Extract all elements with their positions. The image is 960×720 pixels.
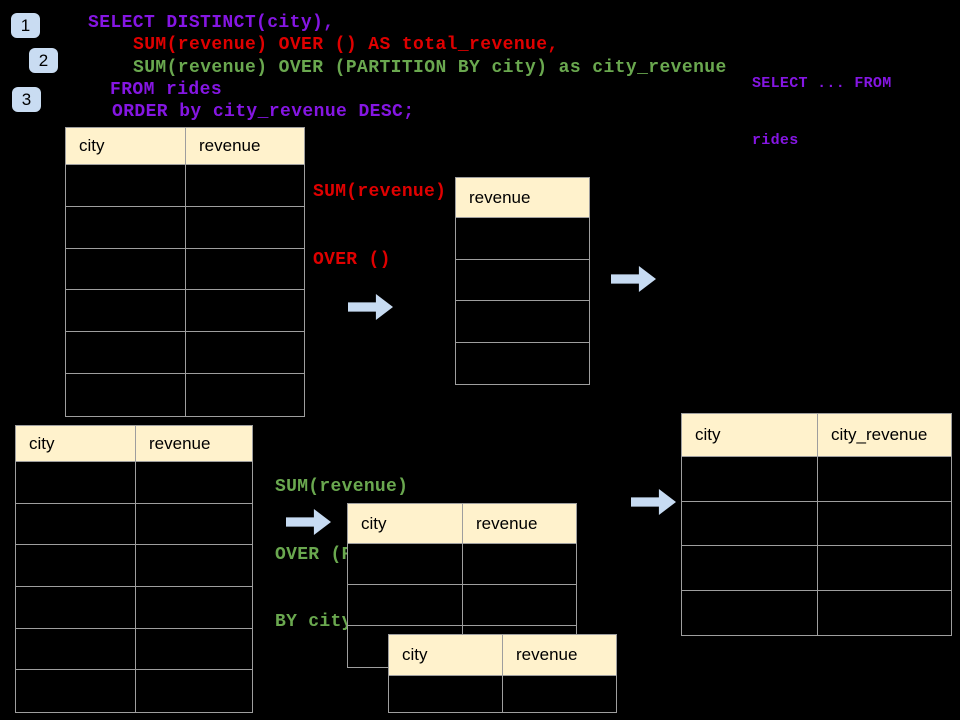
table-cell xyxy=(456,218,589,260)
table-cell xyxy=(16,462,136,504)
column-header: city xyxy=(16,426,136,462)
annotation-line: SUM(revenue) xyxy=(313,182,447,202)
table-cell xyxy=(818,457,951,502)
table-cell xyxy=(16,628,136,671)
annotation-line: SUM(revenue) xyxy=(275,477,409,497)
table-cell xyxy=(16,670,136,712)
table-cell xyxy=(136,504,252,546)
code-line-sum-partition: SUM(revenue) OVER (PARTITION BY city) as… xyxy=(133,58,727,78)
column-header: city xyxy=(389,635,503,676)
table-cell xyxy=(66,332,186,375)
table-cell xyxy=(186,165,304,207)
annotation-line: OVER () xyxy=(313,249,391,270)
column-header: city xyxy=(348,504,463,544)
table-cell xyxy=(456,260,589,301)
annotation-sum-over-total: SUM(revenue) OVER () xyxy=(313,136,446,316)
code-line-order-by: ORDER by city_revenue DESC; xyxy=(112,102,415,122)
table-cell xyxy=(348,544,463,585)
column-header: revenue xyxy=(186,128,304,165)
column-header: revenue xyxy=(456,178,589,218)
table-cell xyxy=(348,585,463,626)
table-cell xyxy=(818,546,951,591)
table-cell xyxy=(818,502,951,546)
table-cell xyxy=(66,290,186,333)
code-line-select: SELECT DISTINCT(city), xyxy=(88,13,335,33)
table-cell xyxy=(136,462,252,504)
step-badge-1: 1 xyxy=(11,13,40,38)
note-select-from-rides: SELECT ... FROM rides xyxy=(752,36,892,188)
step-badge-2: 2 xyxy=(29,48,58,73)
note-line: SELECT ... FROM xyxy=(752,75,892,92)
table-cell xyxy=(186,207,304,249)
table-cell xyxy=(66,206,186,249)
table-cell xyxy=(16,587,136,629)
table-cell xyxy=(456,343,589,385)
step-badge-3: 3 xyxy=(12,87,41,112)
table-cell xyxy=(503,676,616,712)
note-line: rides xyxy=(752,132,799,149)
table-cell xyxy=(389,676,503,712)
table-cell xyxy=(66,165,186,207)
table-cell xyxy=(136,587,252,629)
column-header: revenue xyxy=(503,635,616,676)
table-window-total-revenue: revenue xyxy=(455,177,590,385)
table-cell xyxy=(682,546,818,591)
table-cell xyxy=(682,457,818,502)
column-header: city xyxy=(682,414,818,457)
table-cell xyxy=(186,374,304,416)
arrow-right-icon xyxy=(631,489,676,515)
column-header: revenue xyxy=(136,426,252,462)
table-cell xyxy=(186,290,304,333)
code-line-from: FROM rides xyxy=(110,80,223,100)
table-cell xyxy=(16,503,136,546)
table-cell xyxy=(136,545,252,587)
column-header: city_revenue xyxy=(818,414,951,457)
table-cell xyxy=(463,544,576,585)
column-header: city xyxy=(66,128,186,165)
table-cell xyxy=(186,332,304,375)
table-cell xyxy=(66,374,186,416)
arrow-right-icon xyxy=(611,266,656,292)
table-cell xyxy=(66,248,186,291)
table-cell xyxy=(16,545,136,587)
column-header: revenue xyxy=(463,504,576,544)
table-cell xyxy=(136,670,252,712)
table-cell xyxy=(456,301,589,343)
table-cell xyxy=(136,629,252,671)
table-cell xyxy=(682,590,818,635)
code-line-sum-total: SUM(revenue) OVER () AS total_revenue, xyxy=(133,35,559,55)
table-cell xyxy=(186,249,304,291)
table-cell xyxy=(818,591,951,636)
table-cell xyxy=(463,585,576,626)
table-cell xyxy=(682,501,818,546)
